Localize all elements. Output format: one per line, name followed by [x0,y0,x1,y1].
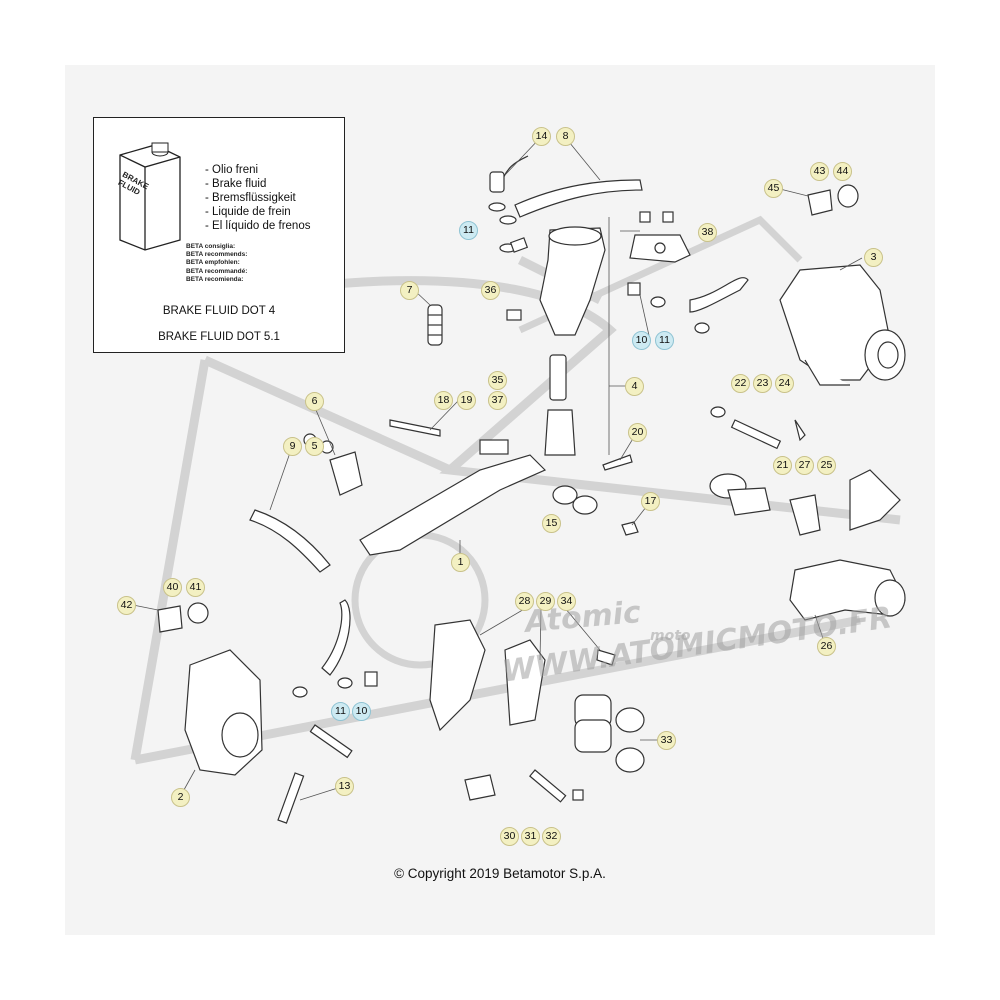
caliper-hose [627,277,749,334]
brake-fluid-can [119,142,181,251]
pads-lower [429,619,645,803]
callout-17[interactable]: 17 [641,492,660,511]
callout-25[interactable]: 25 [817,456,836,475]
bleed-screw-left [157,602,209,633]
callout-8[interactable]: 8 [556,127,575,146]
callout-6[interactable]: 6 [305,392,324,411]
fluid-names: - Olio freni - Brake fluid - Bremsflüssi… [205,163,310,233]
caliper-carrier [789,559,906,621]
callout-33[interactable]: 33 [657,731,676,750]
callout-28[interactable]: 28 [515,592,534,611]
callout-10-bottom[interactable]: 10 [352,702,371,721]
callout-24[interactable]: 24 [775,374,794,393]
fluid-name-es: - El líquido de frenos [205,220,311,232]
callout-31[interactable]: 31 [521,827,540,846]
dot51-label: BRAKE FLUID DOT 5.1 [158,331,280,343]
callout-5[interactable]: 5 [305,437,324,456]
watermark-brand-sub: moto [650,628,691,644]
callout-9[interactable]: 9 [283,437,302,456]
recommends-es: BETA recomienda: [186,275,244,283]
callout-45[interactable]: 45 [764,179,783,198]
callout-15[interactable]: 15 [542,514,561,533]
callout-22[interactable]: 22 [731,374,750,393]
callout-19[interactable]: 19 [457,391,476,410]
fluid-name-it: - Olio freni [205,164,259,176]
callout-14[interactable]: 14 [532,127,551,146]
callout-10-top[interactable]: 10 [632,331,651,350]
recommends-it: BETA consiglia: [186,243,236,250]
callout-32[interactable]: 32 [542,827,561,846]
callout-11-bottom[interactable]: 11 [331,702,350,721]
fluid-name-de: - Bremsflüssigkeit [205,192,296,204]
callout-27[interactable]: 27 [795,456,814,475]
beta-recommends: BETA consiglia: BETA recommends: BETA em… [186,243,247,284]
callout-21[interactable]: 21 [773,456,792,475]
callout-37[interactable]: 37 [488,391,507,410]
copyright-notice: © Copyright 2019 Betamotor S.p.A. [394,866,606,881]
callout-7[interactable]: 7 [400,281,419,300]
callout-11-top[interactable]: 11 [459,221,478,240]
callout-38[interactable]: 38 [698,223,717,242]
master-cylinder [506,226,606,456]
brake-hose-upper [488,155,643,253]
rear-caliper [779,264,906,386]
callout-41[interactable]: 41 [186,578,205,597]
recommends-de: BETA empfohlen: [186,259,240,267]
bracket-plate [629,211,691,263]
front-bolts [277,724,353,824]
fluid-name-fr: - Liquide de frein [205,206,291,218]
callout-11-mid[interactable]: 11 [655,331,674,350]
callout-2[interactable]: 2 [171,788,190,807]
callout-1[interactable]: 1 [451,553,470,572]
fluid-name-en: - Brake fluid [205,178,267,190]
callout-30[interactable]: 30 [500,827,519,846]
callout-23[interactable]: 23 [753,374,772,393]
pins-pads-right [709,406,901,536]
front-hose [292,599,378,698]
callout-20[interactable]: 20 [628,423,647,442]
callout-44[interactable]: 44 [833,162,852,181]
callout-35[interactable]: 35 [488,371,507,390]
callout-18[interactable]: 18 [434,391,453,410]
recommends-en: BETA recommends: [186,251,248,259]
front-caliper [184,649,263,776]
callout-13[interactable]: 13 [335,777,354,796]
callout-43[interactable]: 43 [810,162,829,181]
brake-pedal [359,419,639,556]
callout-26[interactable]: 26 [817,637,836,656]
return-spring [427,304,443,346]
recommends-fr: BETA recommandé: [186,267,248,275]
callout-4[interactable]: 4 [625,377,644,396]
lower-hose-left [249,509,331,573]
dot4-label: BRAKE FLUID DOT 4 [162,305,276,317]
callout-36[interactable]: 36 [481,281,500,300]
callout-40[interactable]: 40 [163,578,182,597]
callout-34[interactable]: 34 [557,592,576,611]
callout-3[interactable]: 3 [864,248,883,267]
callout-42[interactable]: 42 [117,596,136,615]
bleed-screw-top [807,184,859,216]
callout-29[interactable]: 29 [536,592,555,611]
